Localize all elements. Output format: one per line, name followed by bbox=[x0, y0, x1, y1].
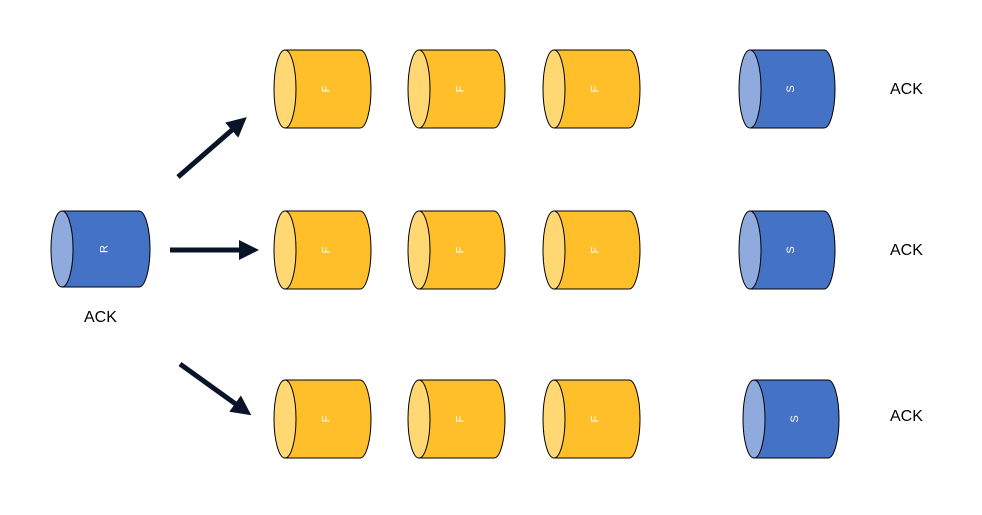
row-1-ack-label: ACK bbox=[890, 81, 923, 98]
cylinder-label: S bbox=[789, 415, 801, 422]
cylinder-label: F bbox=[590, 415, 602, 422]
cylinder-label: F bbox=[321, 85, 333, 92]
cylinder-body bbox=[749, 210, 836, 290]
cylinder-face bbox=[273, 210, 297, 290]
cylinder-label: R bbox=[99, 245, 111, 253]
cylinders-layer: R F F F S F F F S F F F S bbox=[50, 49, 840, 459]
cylinder-label: F bbox=[321, 415, 333, 422]
cylinder-face bbox=[407, 49, 431, 129]
row-3-ack-label: ACK bbox=[890, 408, 923, 425]
row-3-follower-3-cylinder: F bbox=[542, 379, 641, 459]
cylinder-body bbox=[749, 49, 836, 129]
row-1-follower-1-cylinder: F bbox=[273, 49, 372, 129]
row-2-ack-label: ACK bbox=[890, 242, 923, 259]
cylinder-face bbox=[407, 210, 431, 290]
source-ack-label: ACK bbox=[84, 309, 117, 326]
cylinder-face bbox=[738, 210, 762, 290]
row-3-follower-2-cylinder: F bbox=[407, 379, 506, 459]
source-cylinder-r: R bbox=[50, 210, 151, 288]
row-1-follower-3-cylinder: F bbox=[542, 49, 641, 129]
cylinder-body bbox=[753, 379, 840, 459]
cylinder-face bbox=[542, 379, 566, 459]
cylinder-label: F bbox=[455, 246, 467, 253]
cylinder-face bbox=[273, 49, 297, 129]
row-1-sink-cylinder-s: S bbox=[738, 49, 836, 129]
cylinder-face bbox=[742, 379, 766, 459]
arrow-to-row-1 bbox=[176, 117, 247, 179]
cylinder-body bbox=[284, 49, 372, 129]
cylinder-face bbox=[50, 210, 74, 288]
cylinder-face bbox=[542, 49, 566, 129]
row-2-sink-cylinder-s: S bbox=[738, 210, 836, 290]
arrow-to-row-3 bbox=[178, 361, 252, 416]
cylinder-face bbox=[407, 379, 431, 459]
row-1-follower-2-cylinder: F bbox=[407, 49, 506, 129]
row-3-sink-cylinder-s: S bbox=[742, 379, 840, 459]
cylinder-body bbox=[418, 379, 506, 459]
cylinder-body bbox=[553, 210, 641, 290]
cylinder-label: F bbox=[455, 85, 467, 92]
cylinder-label: S bbox=[785, 85, 797, 92]
cylinder-body bbox=[553, 379, 641, 459]
row-2-follower-1-cylinder: F bbox=[273, 210, 372, 290]
cylinder-label: F bbox=[590, 246, 602, 253]
cylinder-label: F bbox=[455, 415, 467, 422]
cylinder-label: S bbox=[785, 246, 797, 253]
row-2-follower-2-cylinder: F bbox=[407, 210, 506, 290]
cylinder-body bbox=[418, 49, 506, 129]
cylinder-label: F bbox=[590, 85, 602, 92]
cylinder-body bbox=[61, 210, 151, 288]
cylinder-body bbox=[284, 379, 372, 459]
cylinder-face bbox=[273, 379, 297, 459]
cylinder-face bbox=[738, 49, 762, 129]
cylinder-body bbox=[284, 210, 372, 290]
cylinder-face bbox=[542, 210, 566, 290]
row-2-follower-3-cylinder: F bbox=[542, 210, 641, 290]
cylinder-body bbox=[553, 49, 641, 129]
cylinder-body bbox=[418, 210, 506, 290]
cylinder-label: F bbox=[321, 246, 333, 253]
row-3-follower-1-cylinder: F bbox=[273, 379, 372, 459]
